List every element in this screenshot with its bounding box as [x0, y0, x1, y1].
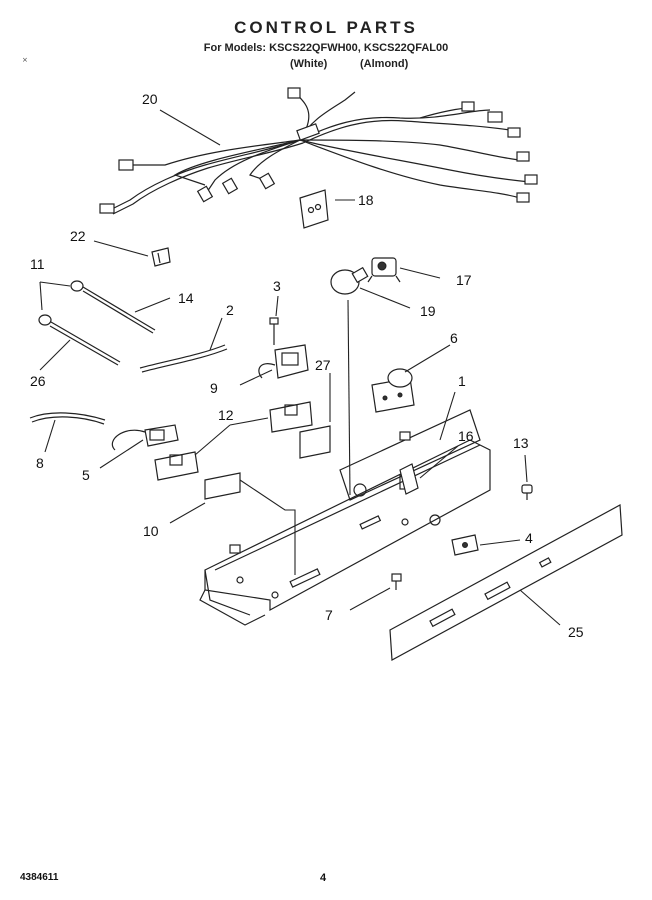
callout-22: 22 [70, 228, 86, 244]
callout-13: 13 [513, 435, 529, 451]
callout-3: 3 [273, 278, 281, 294]
callout-26: 26 [30, 373, 46, 389]
switch-assembly [111, 424, 179, 451]
mounting-screw [521, 484, 533, 500]
callout-5: 5 [82, 467, 90, 483]
callout-6: 6 [450, 330, 458, 346]
sensor-long-tube [38, 314, 121, 366]
callout-7: 7 [325, 607, 333, 623]
callout-12: 12 [218, 407, 234, 423]
retainer-clip [451, 534, 479, 556]
thermostat-control [371, 368, 415, 413]
callout-14: 14 [178, 290, 194, 306]
callout-18: 18 [358, 192, 374, 208]
callout-10: 10 [143, 523, 159, 539]
callout-9: 9 [210, 380, 218, 396]
callout-27: 27 [315, 357, 331, 373]
callout-11: 11 [30, 256, 45, 272]
terminal-clip [399, 463, 419, 495]
switch [258, 344, 309, 379]
bracket-lower [154, 451, 199, 481]
leader-lines [39, 109, 561, 626]
light-bulb [330, 266, 369, 295]
callout-2: 2 [226, 302, 234, 318]
callout-17: 17 [456, 272, 472, 288]
control-panel-trim [389, 504, 623, 661]
callout-20: 20 [142, 91, 158, 107]
callout-1: 1 [458, 373, 466, 389]
sleeve-tube [139, 344, 228, 373]
bracket-upper [269, 401, 313, 433]
callout-4: 4 [525, 530, 533, 546]
model-numbers: For Models: KSCS22QFWH00, KSCS22QFAL00 [203, 42, 449, 54]
page-number: 4 [320, 872, 327, 884]
housing-screw [391, 573, 402, 590]
harness-sleeve [29, 412, 106, 425]
wiring-harness [99, 87, 538, 215]
callout-19: 19 [420, 303, 436, 319]
insulator-plate [299, 189, 329, 229]
screw [269, 317, 279, 345]
lamp-socket [367, 257, 401, 283]
sensor-with-tube [70, 280, 156, 334]
callout-16: 16 [458, 428, 474, 444]
clip [151, 247, 171, 267]
color-white-label: (White) [290, 58, 328, 70]
page-title: CONTROL PARTS [234, 18, 418, 37]
callout-25: 25 [568, 624, 584, 640]
label-plate [299, 425, 331, 459]
document-number: 4384611 [20, 872, 59, 883]
control-housing [199, 409, 491, 626]
callout-8: 8 [36, 455, 44, 471]
color-almond-label: (Almond) [360, 58, 409, 70]
label-card [204, 472, 241, 500]
corner-mark: × [22, 56, 28, 64]
